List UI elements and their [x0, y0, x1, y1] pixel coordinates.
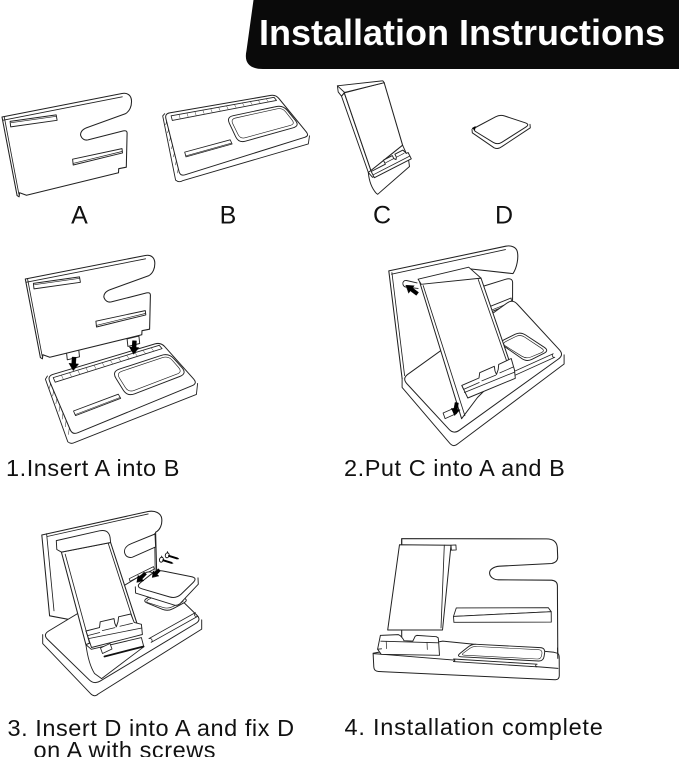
svg-text:C: C: [373, 202, 391, 230]
svg-text:D: D: [495, 202, 513, 230]
svg-text:B: B: [220, 202, 237, 230]
svg-text:A: A: [71, 202, 88, 230]
